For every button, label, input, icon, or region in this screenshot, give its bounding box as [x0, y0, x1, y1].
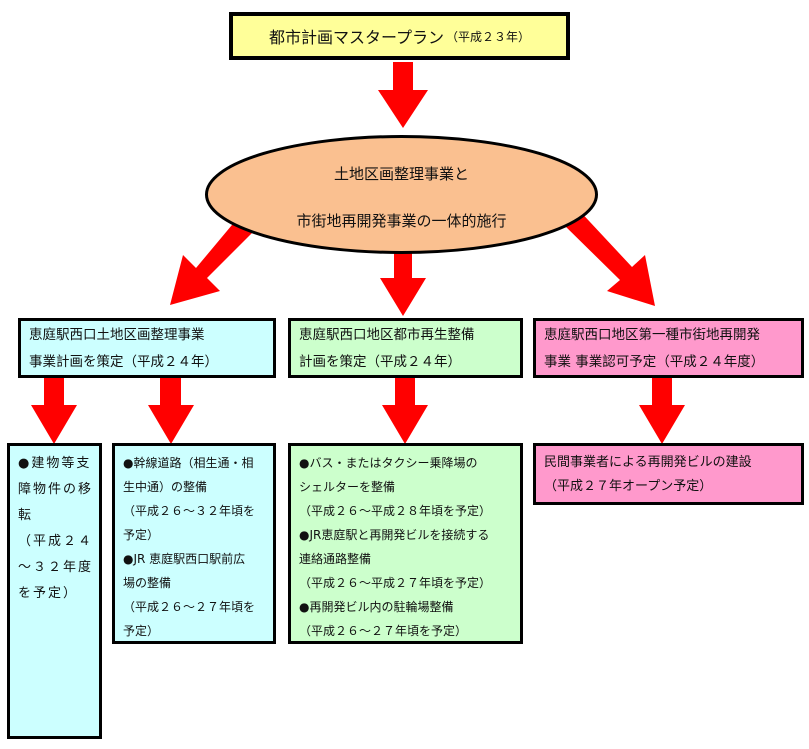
box-line: 予定）	[123, 624, 160, 638]
arrow-down-icon	[639, 377, 685, 444]
master-plan-title: 都市計画マスタープラン	[268, 28, 445, 47]
box-line: （平成２６～平成２８年頃を予定）	[299, 504, 492, 518]
arrow-down-icon	[148, 377, 194, 444]
box-line: ～３２年度	[18, 560, 94, 575]
arrow-down-icon	[380, 248, 426, 316]
box-line: シェルターを整備	[299, 480, 396, 494]
master-plan-year: （平成２３年）	[446, 29, 531, 44]
ellipse-line-1: 土地区画整理事業と	[333, 165, 469, 183]
master-plan-box: 都市計画マスタープラン （平成２３年）	[229, 12, 570, 60]
box-line: ●建物等支	[18, 456, 92, 471]
box-line: 計画を策定（平成２４年）	[299, 354, 461, 370]
box-line: ●JR恵庭駅と再開発ビルを接続する	[299, 528, 490, 542]
arrow-down-icon	[378, 62, 428, 128]
land-readjustment-plan-box: 恵庭駅西口土地区画整理事業 事業計画を策定（平成２４年）	[18, 318, 276, 378]
box-line: 予定）	[123, 528, 160, 542]
ellipse-shape	[205, 135, 598, 254]
redevelopment-project-box: 恵庭駅西口地区第一種市街地再開発 事業 事業認可予定（平成２４年度）	[533, 318, 804, 378]
station-facilities-box: ●バス・またはタクシー乗降場の シェルターを整備 （平成２６～平成２８年頃を予定…	[288, 443, 523, 644]
ellipse-line-2: 市街地再開発事業の一体的施行	[296, 212, 507, 230]
box-line: （平成２６～平成２７年頃を予定）	[299, 576, 492, 590]
box-line: 障物件の移	[18, 482, 94, 497]
box-line: （平成２７年オープン予定）	[544, 479, 713, 494]
arrow-down-left-icon	[170, 207, 262, 305]
arrow-down-icon	[382, 377, 428, 444]
box-line: 恵庭駅西口土地区画整理事業	[29, 327, 205, 343]
arrow-down-right-icon	[562, 207, 655, 306]
arrow-down-icon	[31, 377, 77, 444]
box-line: 転	[18, 508, 34, 523]
redevelopment-building-box: 民間事業者による再開発ビルの建設 （平成２７年オープン予定）	[533, 443, 804, 505]
box-line: 恵庭駅西口地区第一種市街地再開発	[544, 327, 760, 343]
integrated-project-ellipse: 土地区画整理事業と 市街地再開発事業の一体的施行	[203, 133, 600, 256]
urban-renewal-plan-box: 恵庭駅西口地区都市再生整備 計画を策定（平成２４年）	[288, 318, 523, 378]
box-line: 事業 事業認可予定（平成２４年度）	[544, 354, 765, 370]
box-line: 恵庭駅西口地区都市再生整備	[299, 327, 475, 343]
box-line: （平成２６～２７年頃を	[123, 600, 256, 614]
box-line: 場の整備	[123, 576, 172, 590]
box-line: ●JR 恵庭駅西口駅前広	[123, 552, 246, 566]
building-relocation-box: ●建物等支 障物件の移 転 （平成２４ ～３２年度 を予定）	[7, 443, 102, 739]
box-line: （平成２６～３２年頃を	[123, 504, 256, 518]
box-line: 民間事業者による再開発ビルの建設	[544, 455, 752, 470]
box-line: を予定）	[18, 586, 79, 601]
box-line: 事業計画を策定（平成２４年）	[29, 354, 218, 370]
box-line: 連絡通路整備	[299, 552, 372, 566]
box-line: ●再開発ビル内の駐輪場整備	[299, 600, 454, 614]
road-and-plaza-box: ●幹線道路（相生通・相 生中通）の整備 （平成２６～３２年頃を 予定） ●JR …	[112, 443, 276, 644]
box-line: （平成２６～２７年頃を予定）	[299, 624, 468, 638]
box-line: 生中通）の整備	[123, 480, 208, 494]
box-line: （平成２４	[18, 534, 94, 549]
box-line: ●バス・またはタクシー乗降場の	[299, 456, 478, 470]
box-line: ●幹線道路（相生通・相	[123, 456, 254, 470]
